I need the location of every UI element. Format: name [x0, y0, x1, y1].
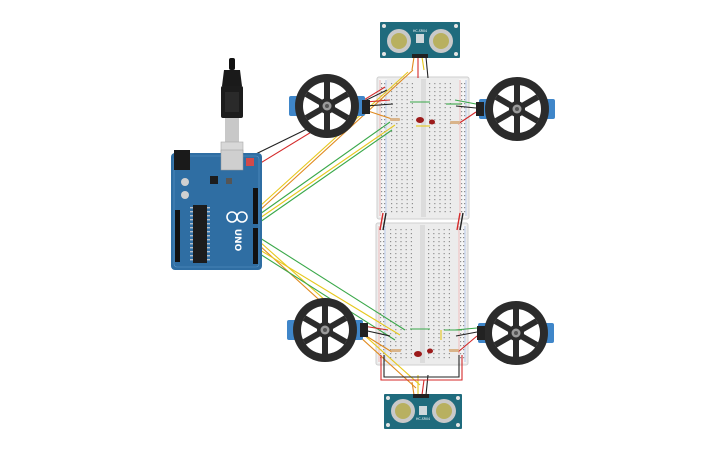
breadboard-bottom	[375, 222, 469, 366]
wheel-rear-left	[287, 298, 368, 362]
breadboard-holes	[380, 229, 465, 359]
breadboard-bridge-wires	[379, 212, 464, 231]
infinity-logo-icon	[226, 211, 248, 223]
ultrasonic-sensor-top: HC-SR04	[380, 22, 460, 58]
wheel-front-right	[476, 77, 555, 141]
sensor-top-label: HC-SR04	[413, 29, 427, 33]
arduino-label: UNO	[232, 229, 242, 252]
arduino-uno-board: UNO	[171, 149, 262, 270]
led-bottom	[414, 348, 433, 357]
resistors	[390, 118, 460, 352]
led-top	[416, 117, 435, 125]
wheel-front-left	[289, 74, 370, 138]
ultrasonic-sensor-bottom: HC-SR04	[384, 394, 462, 429]
breadboard-top	[376, 76, 470, 220]
sensor-bottom-label: HC-SR04	[416, 417, 430, 421]
wheel-rear-right	[477, 301, 554, 365]
breadboard-holes	[381, 83, 466, 213]
